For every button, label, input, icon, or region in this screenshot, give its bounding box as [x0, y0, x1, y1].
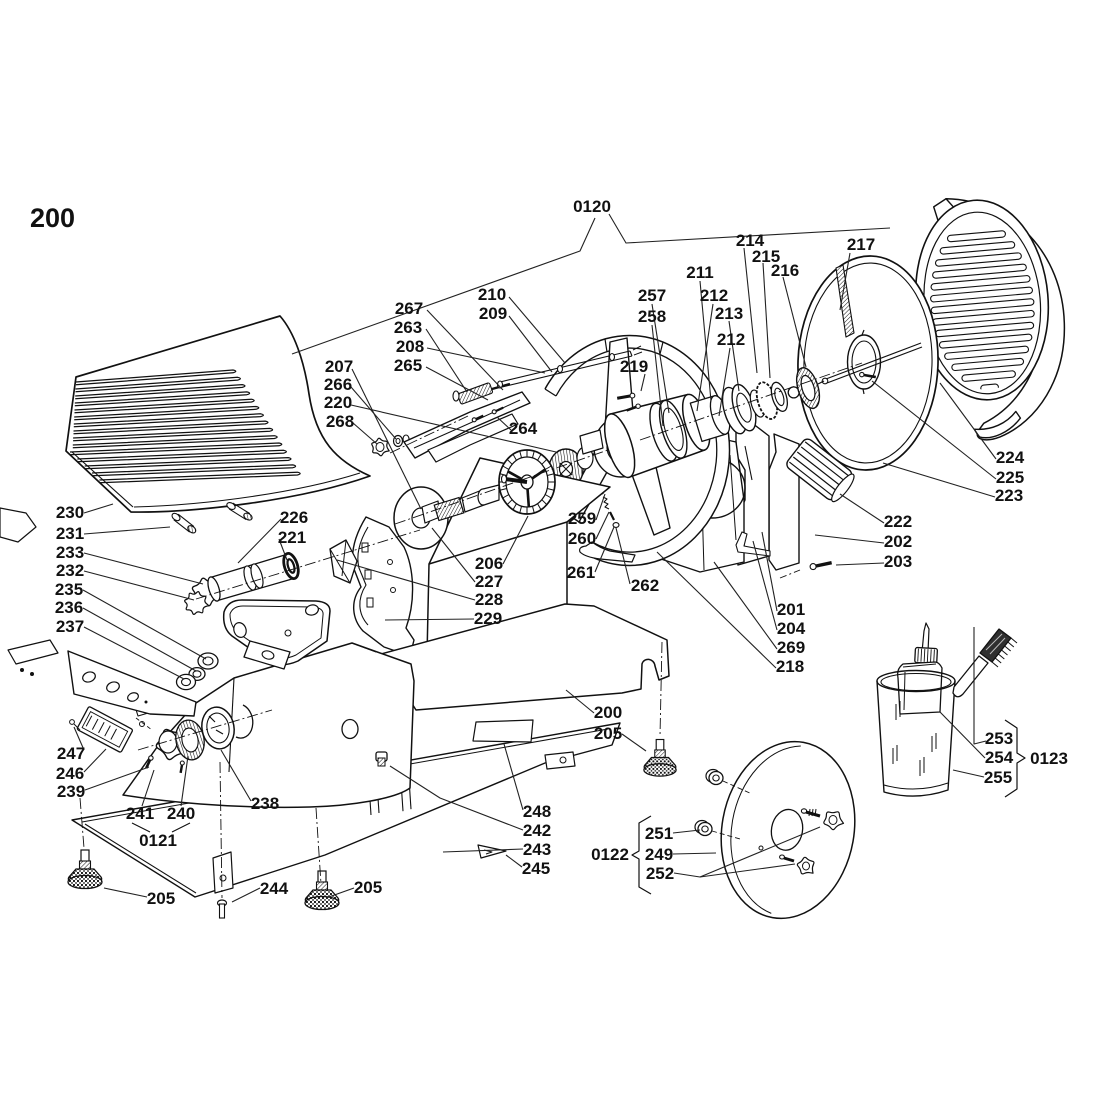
- svg-text:260: 260: [568, 529, 596, 548]
- svg-text:225: 225: [996, 468, 1024, 487]
- svg-text:216: 216: [771, 261, 799, 280]
- svg-text:228: 228: [475, 590, 503, 609]
- svg-text:241: 241: [126, 804, 154, 823]
- svg-text:242: 242: [523, 821, 551, 840]
- svg-text:0121: 0121: [139, 831, 177, 850]
- svg-text:213: 213: [715, 304, 743, 323]
- svg-text:243: 243: [523, 840, 551, 859]
- svg-text:240: 240: [167, 804, 195, 823]
- svg-text:255: 255: [984, 768, 1012, 787]
- svg-text:257: 257: [638, 286, 666, 305]
- svg-text:222: 222: [884, 512, 912, 531]
- svg-text:263: 263: [394, 318, 422, 337]
- svg-text:235: 235: [55, 580, 83, 599]
- svg-text:231: 231: [56, 524, 84, 543]
- svg-text:200: 200: [594, 703, 622, 722]
- svg-text:200: 200: [30, 203, 75, 233]
- svg-text:202: 202: [884, 532, 912, 551]
- svg-text:245: 245: [522, 859, 550, 878]
- svg-text:238: 238: [251, 794, 279, 813]
- svg-text:215: 215: [752, 247, 780, 266]
- svg-text:203: 203: [884, 552, 912, 571]
- svg-text:210: 210: [478, 285, 506, 304]
- svg-text:224: 224: [996, 448, 1025, 467]
- svg-text:259: 259: [568, 509, 596, 528]
- svg-text:227: 227: [475, 572, 503, 591]
- svg-text:205: 205: [594, 724, 622, 743]
- svg-text:201: 201: [777, 600, 805, 619]
- svg-text:266: 266: [324, 375, 352, 394]
- svg-text:249: 249: [645, 845, 673, 864]
- svg-text:268: 268: [326, 412, 354, 431]
- svg-text:223: 223: [995, 486, 1023, 505]
- svg-text:209: 209: [479, 304, 507, 323]
- svg-text:251: 251: [645, 824, 673, 843]
- svg-text:212: 212: [700, 286, 728, 305]
- svg-text:244: 244: [260, 879, 289, 898]
- svg-text:219: 219: [620, 357, 648, 376]
- svg-text:0123: 0123: [1030, 749, 1068, 768]
- svg-text:247: 247: [57, 744, 85, 763]
- svg-text:0122: 0122: [591, 845, 629, 864]
- svg-text:264: 264: [509, 419, 538, 438]
- svg-text:212: 212: [717, 330, 745, 349]
- svg-text:206: 206: [475, 554, 503, 573]
- svg-text:208: 208: [396, 337, 424, 356]
- svg-text:207: 207: [325, 357, 353, 376]
- svg-text:267: 267: [395, 299, 423, 318]
- svg-text:237: 237: [56, 617, 84, 636]
- svg-text:221: 221: [278, 528, 306, 547]
- svg-text:261: 261: [567, 563, 595, 582]
- svg-text:248: 248: [523, 802, 551, 821]
- svg-text:262: 262: [631, 576, 659, 595]
- svg-text:269: 269: [777, 638, 805, 657]
- svg-text:211: 211: [686, 263, 713, 282]
- svg-text:254: 254: [985, 748, 1014, 767]
- svg-text:252: 252: [646, 864, 674, 883]
- svg-text:204: 204: [777, 619, 806, 638]
- svg-text:239: 239: [57, 782, 85, 801]
- svg-text:236: 236: [55, 598, 83, 617]
- svg-text:233: 233: [56, 543, 84, 562]
- svg-text:232: 232: [56, 561, 84, 580]
- svg-text:217: 217: [847, 235, 875, 254]
- svg-text:253: 253: [985, 729, 1013, 748]
- svg-text:229: 229: [474, 609, 502, 628]
- svg-text:246: 246: [56, 764, 84, 783]
- svg-text:265: 265: [394, 356, 422, 375]
- svg-text:0120: 0120: [573, 197, 611, 216]
- svg-text:226: 226: [280, 508, 308, 527]
- svg-text:230: 230: [56, 503, 84, 522]
- svg-text:218: 218: [776, 657, 804, 676]
- svg-text:205: 205: [147, 889, 175, 908]
- svg-text:258: 258: [638, 307, 666, 326]
- svg-text:214: 214: [736, 231, 765, 250]
- svg-text:205: 205: [354, 878, 382, 897]
- svg-text:220: 220: [324, 393, 352, 412]
